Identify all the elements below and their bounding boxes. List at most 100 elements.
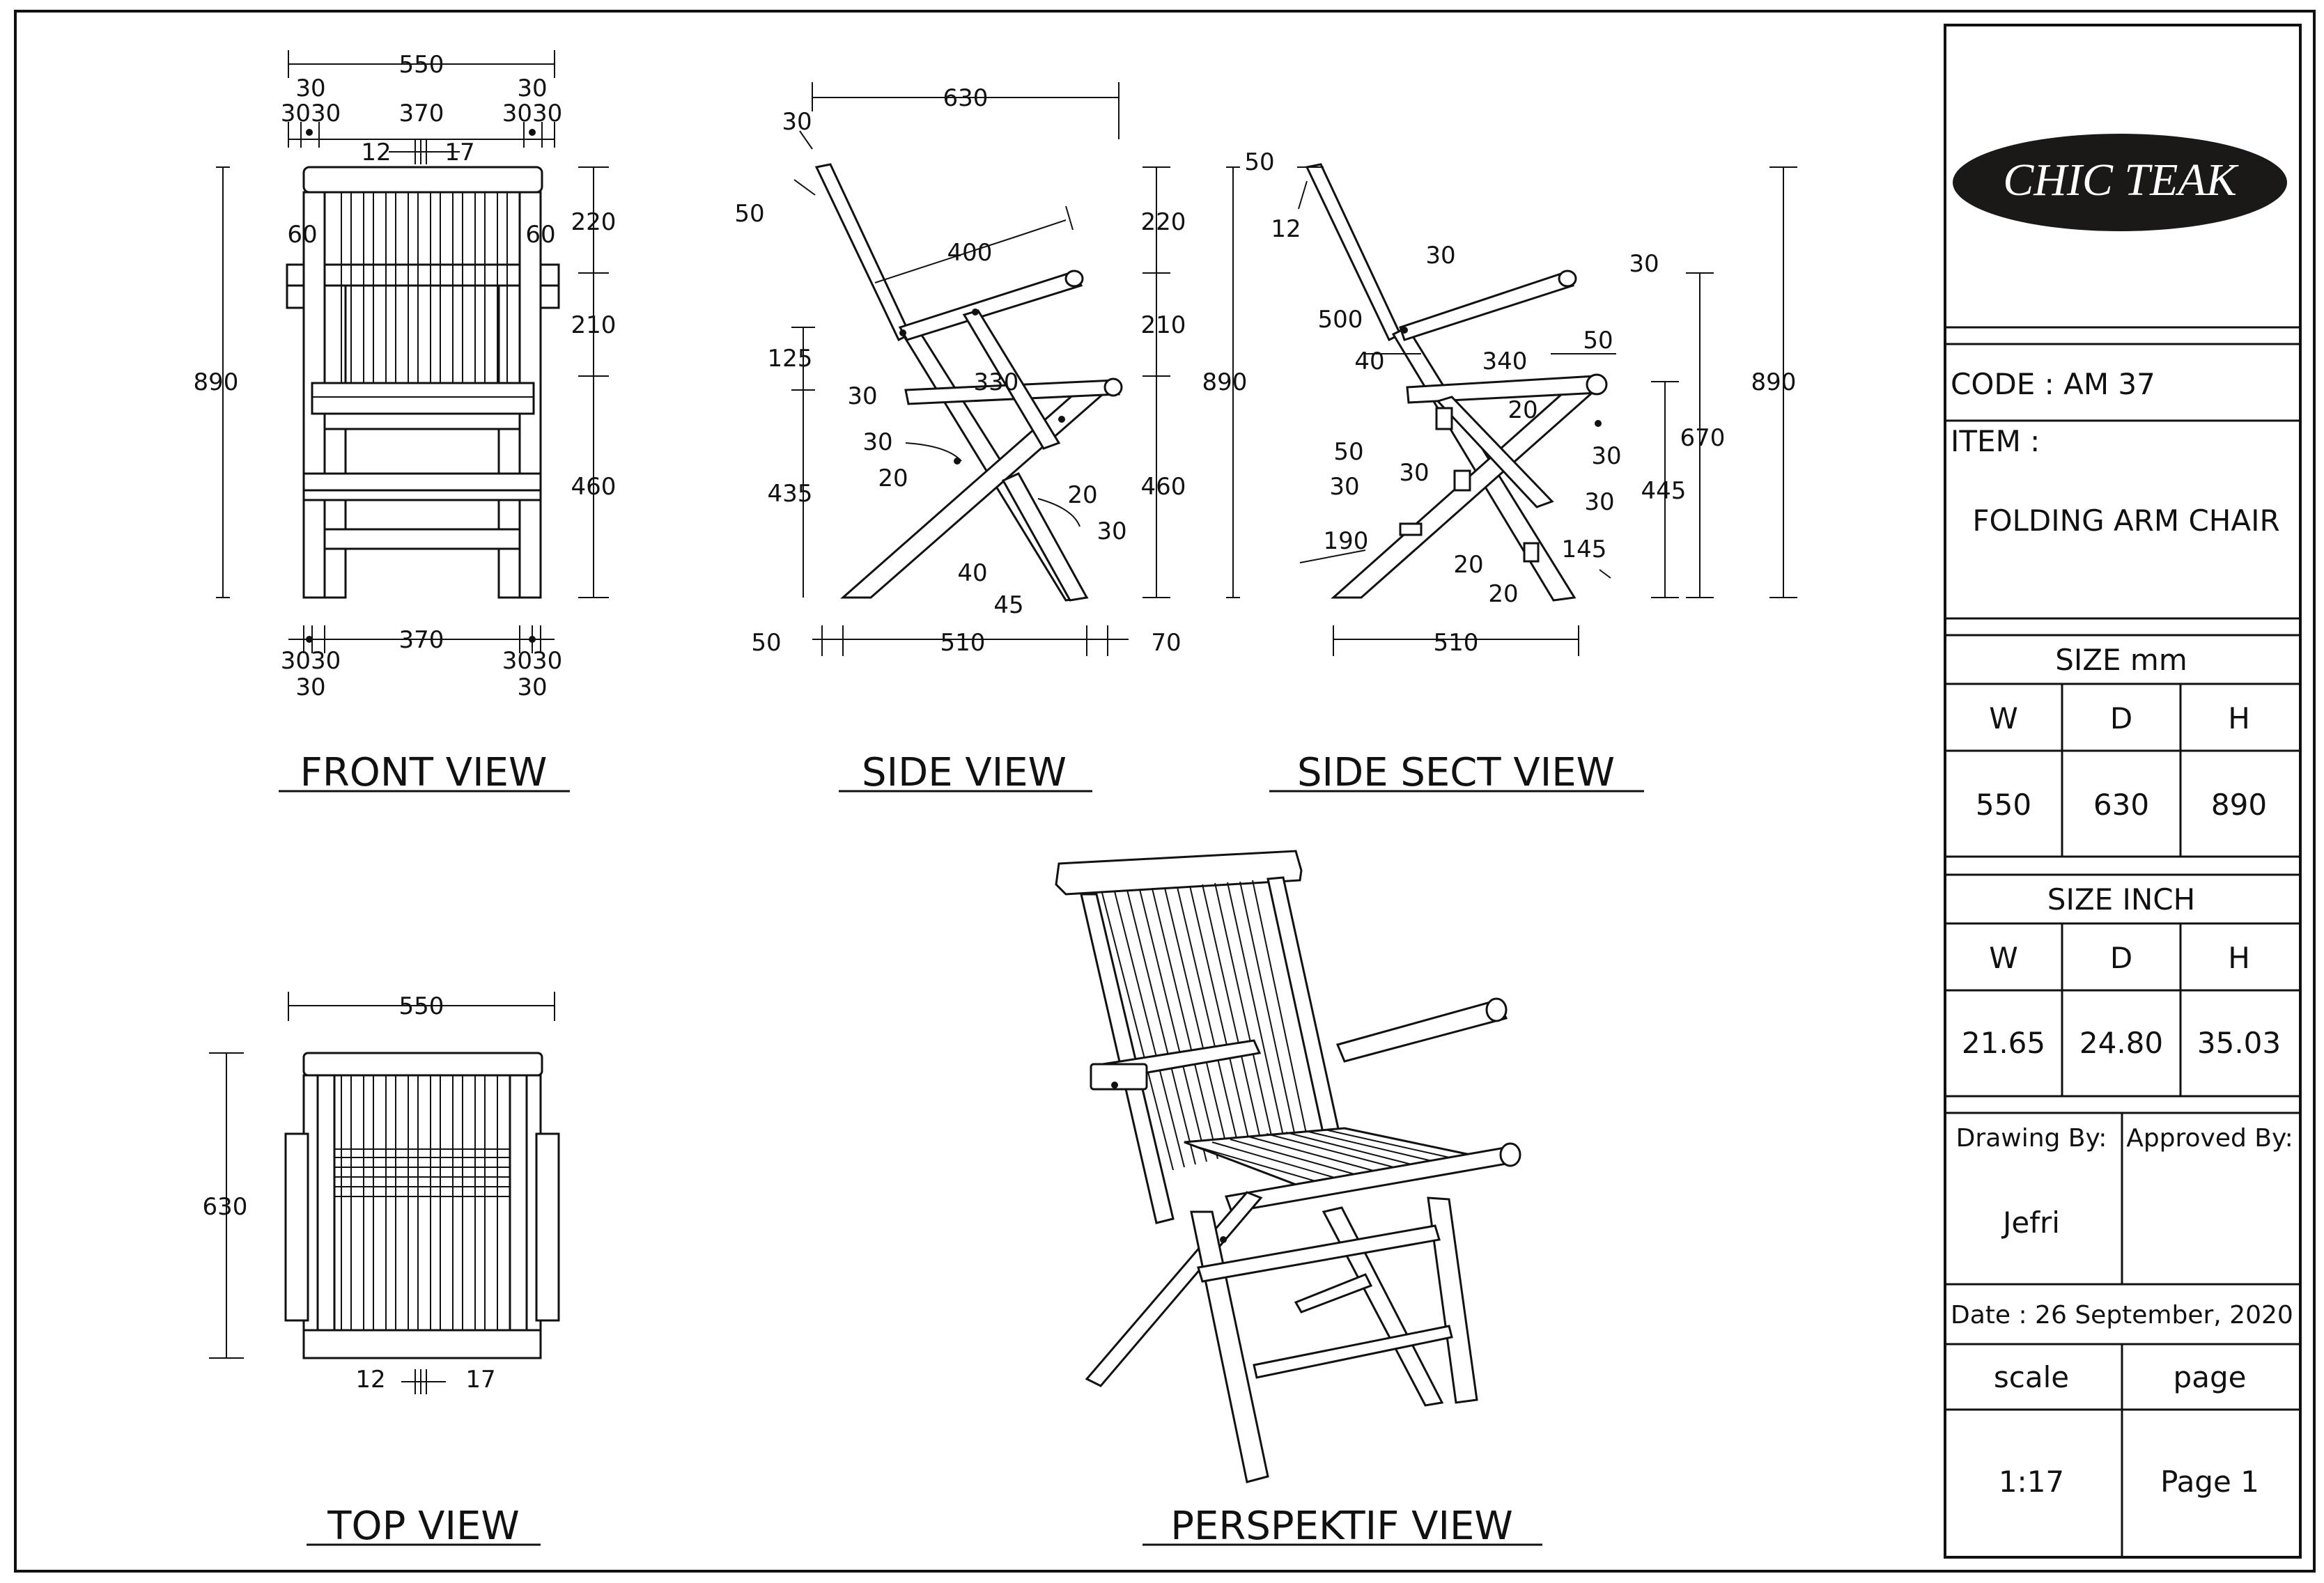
front-dim-slat-left: 12	[361, 139, 391, 166]
sect-dim-40: 40	[1354, 348, 1384, 375]
side-dim-30c: 30	[1097, 517, 1126, 545]
front-dim-right-arm: 60	[525, 221, 555, 249]
sect-dim-500: 500	[1318, 306, 1363, 334]
size-inch-w-value: 21.65	[1962, 1026, 2045, 1060]
sect-dim-12: 12	[1271, 215, 1301, 243]
front-chair-drawing	[286, 166, 560, 599]
front-back-slats	[341, 192, 508, 383]
side-dim-40: 40	[957, 559, 987, 587]
side-view-title: SIDE VIEW	[862, 750, 1067, 795]
side-dim-arm: 400	[947, 239, 993, 267]
sect-dim-890a: 890	[1202, 368, 1248, 396]
logo-text: CHIC TEAK	[2003, 155, 2239, 205]
front-dim-slat-right: 17	[444, 139, 474, 166]
front-dim-bottom-inner: 370	[399, 626, 444, 654]
drawing-by-value: Jefri	[2001, 1206, 2060, 1240]
size-inch-label: SIZE INCH	[2047, 882, 2195, 917]
front-dim-bottom-left: 30	[295, 673, 325, 701]
size-mm-w-header: W	[1989, 701, 2018, 735]
side-dim-20a: 20	[878, 465, 908, 492]
top-slats	[334, 1075, 510, 1330]
top-dim-depth: 630	[203, 1193, 248, 1221]
sect-dim-30d: 30	[1399, 459, 1429, 487]
side-sect-view: 50 12 30 30 500 40 340 50 20 30 50 30 30…	[1202, 148, 1797, 795]
top-chair-drawing	[284, 1052, 560, 1359]
front-dim-bottom-right: 30	[517, 673, 547, 701]
size-inch-d-header: D	[2110, 941, 2132, 975]
size-inch-w-header: W	[1989, 941, 2018, 975]
front-dim-h-top: 220	[571, 208, 617, 236]
sect-dim-20c: 20	[1488, 580, 1518, 608]
perspektif-view: PERSPEKTIF VIEW	[1055, 850, 1542, 1549]
sect-dim-base: 510	[1434, 629, 1479, 657]
side-dim-h-mid: 210	[1141, 311, 1186, 339]
item-label: ITEM :	[1951, 424, 2040, 458]
scale-value: 1:17	[1999, 1465, 2064, 1499]
sect-dim-670: 670	[1680, 424, 1726, 452]
sect-dim-50a: 50	[1244, 148, 1274, 176]
front-dim-width: 550	[399, 51, 444, 79]
side-dim-20b: 20	[1067, 481, 1097, 509]
front-dim-bottom-left-pair: 3030	[281, 647, 341, 675]
title-block: CHIC TEAK CODE : AM 37 ITEM : FOLDING AR…	[1944, 24, 2302, 1559]
front-dim-h-low: 460	[571, 473, 617, 501]
side-dim-125: 125	[768, 345, 813, 373]
sheet-border	[14, 10, 2316, 1573]
sect-dim-20a: 20	[1508, 396, 1537, 424]
side-view: 630 30 50 400 125 30 330 30 20 435 20 30…	[734, 82, 1186, 795]
side-dim-depth: 630	[943, 84, 989, 112]
perspective-chair-drawing	[1055, 850, 1521, 1483]
side-dim-top-30: 30	[782, 108, 812, 136]
code-label: CODE : AM 37	[1951, 367, 2155, 401]
front-view: 550 30 30 3030 370 3030 12 17 60 60 890 …	[194, 50, 617, 795]
side-chair-drawing	[814, 163, 1123, 602]
side-dim-base-right: 70	[1151, 629, 1181, 657]
size-inch-h-header: H	[2228, 941, 2250, 975]
front-dim-left-arm: 60	[287, 221, 317, 249]
side-dim-30b: 30	[862, 428, 892, 456]
top-view: 550 630 12 17 TOP VIEW	[203, 992, 560, 1549]
size-mm-h-header: H	[2228, 701, 2250, 735]
sect-chair-drawing	[1305, 163, 1608, 602]
side-dim-h-low: 460	[1141, 473, 1186, 501]
front-dim-left-pair: 3030	[281, 100, 341, 127]
size-mm-label: SIZE mm	[2055, 643, 2187, 677]
drawing-by-label: Drawing By:	[1956, 1124, 2107, 1153]
date-label: Date : 26 September, 2020	[1951, 1301, 2293, 1329]
scale-label: scale	[1994, 1360, 2069, 1394]
sect-dim-50c: 50	[1333, 438, 1363, 466]
sect-dim-190: 190	[1324, 527, 1369, 555]
page-label: page	[2174, 1360, 2247, 1394]
sect-dim-20b: 20	[1453, 551, 1483, 579]
sect-dim-30f: 30	[1584, 488, 1614, 516]
sect-dim-30c: 30	[1591, 442, 1621, 470]
front-view-title: FRONT VIEW	[300, 750, 548, 795]
front-dim-right-outer: 30	[517, 75, 547, 102]
side-dim-330: 330	[974, 368, 1019, 396]
page-value: Page 1	[2160, 1465, 2259, 1499]
front-dim-h-mid: 210	[571, 311, 617, 339]
side-dim-30a: 30	[847, 382, 877, 410]
sect-dim-30b: 30	[1629, 250, 1659, 278]
size-mm-d-header: D	[2110, 701, 2132, 735]
size-mm-w-value: 550	[1976, 788, 2031, 822]
side-dim-h-top: 220	[1141, 208, 1186, 236]
side-dim-base-left: 50	[751, 629, 781, 657]
item-value: FOLDING ARM CHAIR	[1972, 504, 2279, 538]
side-dim-top-50: 50	[734, 200, 764, 228]
sect-dim-445: 445	[1641, 477, 1687, 505]
front-dim-bottom-right-pair: 3030	[502, 647, 563, 675]
perspektif-view-title: PERSPEKTIF VIEW	[1170, 1504, 1512, 1549]
approved-by-label: Approved By:	[2126, 1124, 2293, 1153]
top-dim-width: 550	[399, 992, 444, 1020]
top-dim-slat-right: 17	[465, 1366, 495, 1394]
front-dim-right-pair: 3030	[502, 100, 563, 127]
side-dim-base: 510	[940, 629, 986, 657]
sect-dim-145: 145	[1562, 536, 1607, 563]
front-dim-left-outer: 30	[295, 75, 325, 102]
sect-dim-30e: 30	[1329, 473, 1359, 501]
sect-dim-50b: 50	[1583, 327, 1613, 354]
sect-dim-890b: 890	[1751, 368, 1797, 396]
size-mm-d-value: 630	[2093, 788, 2149, 822]
